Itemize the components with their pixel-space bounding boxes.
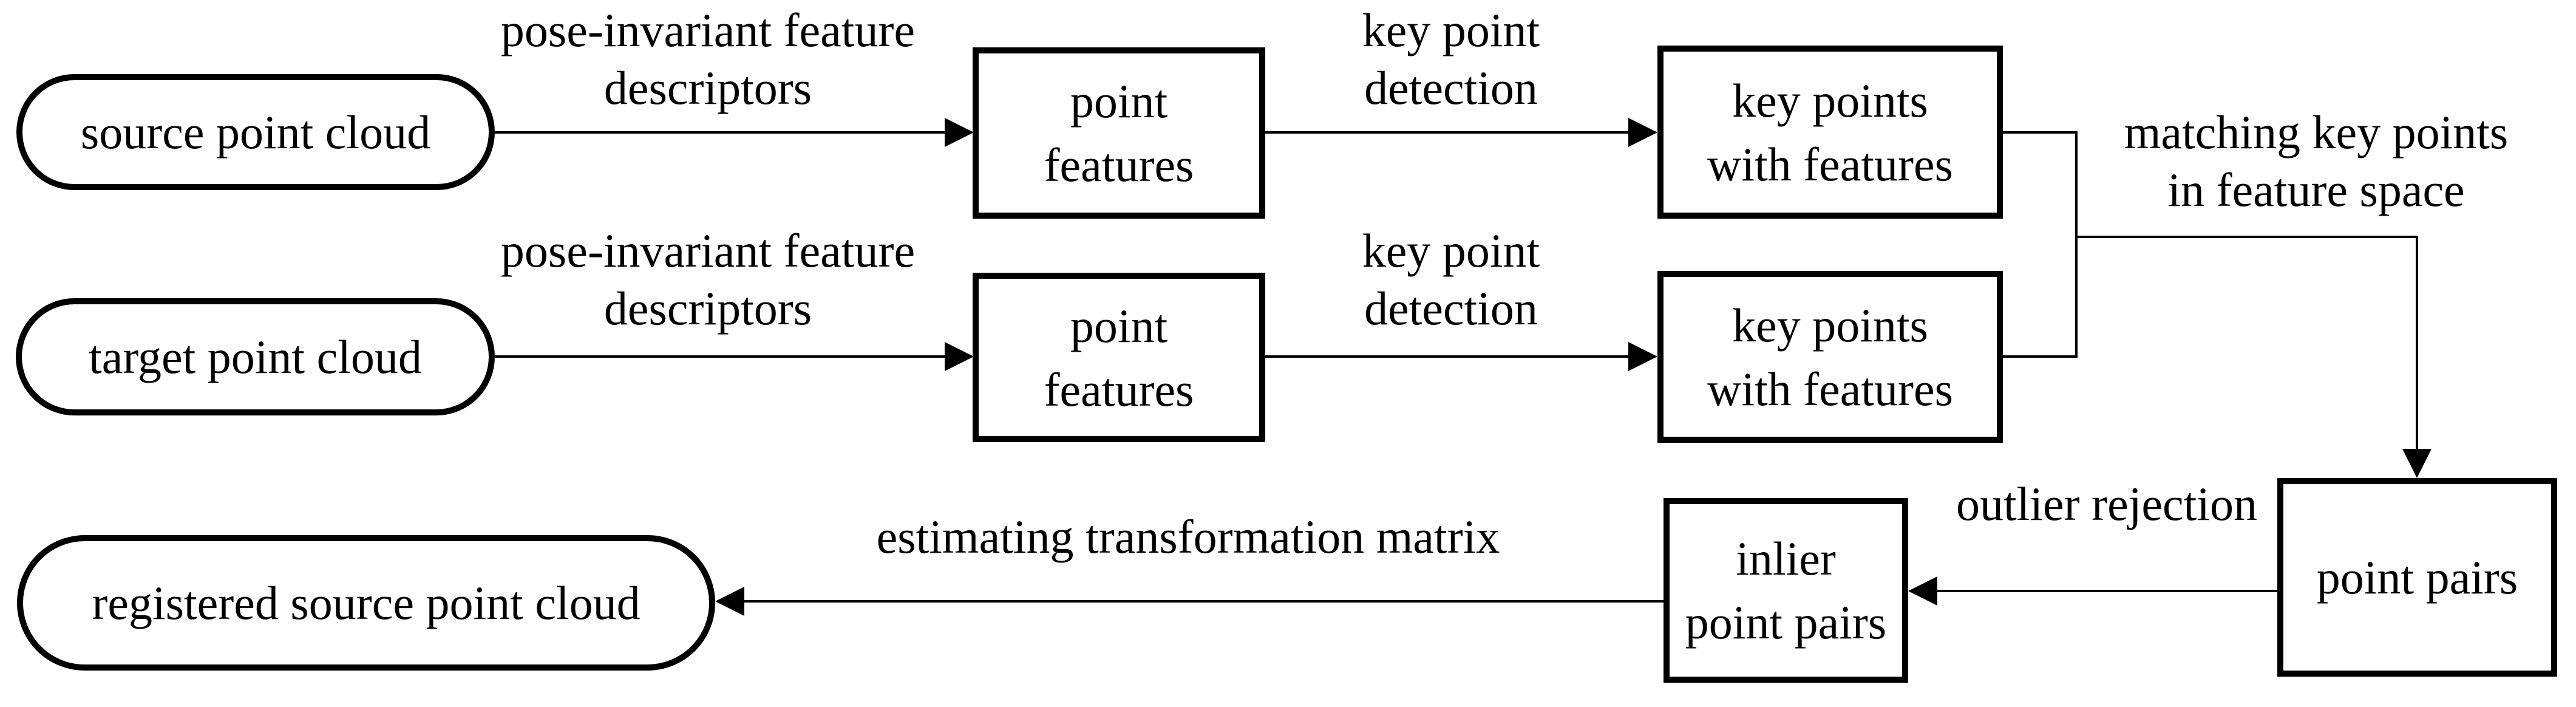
- node-point-features-target-line2: features: [1044, 363, 1194, 416]
- arrow-line-source-to-point-features: [495, 131, 947, 134]
- connector-bottom-branch: [2003, 355, 2078, 358]
- arrowhead-point-features-to-key-points-source: [1628, 118, 1657, 147]
- label-pose-invariant-descriptors-target-line2: descriptors: [603, 282, 812, 335]
- arrow-line-point-features-to-key-points-target: [1265, 355, 1631, 358]
- node-point-features-source-line2: features: [1044, 138, 1194, 191]
- node-registered-source-point-cloud-label: registered source point cloud: [92, 576, 641, 629]
- node-inlier-point-pairs-line2: point pairs: [1685, 596, 1887, 649]
- arrowhead-point-pairs-to-inlier: [1908, 576, 1937, 606]
- node-point-features-source: point features: [973, 47, 1265, 219]
- node-key-points-target-line1: key points: [1732, 298, 1928, 352]
- label-pose-invariant-descriptors-target: pose-invariant feature descriptors: [435, 222, 981, 337]
- label-pose-invariant-descriptors-source-line2: descriptors: [603, 61, 812, 114]
- node-key-points-source-line1: key points: [1732, 73, 1928, 127]
- node-inlier-point-pairs: inlier point pairs: [1664, 498, 1908, 683]
- label-pose-invariant-descriptors-source-line1: pose-invariant feature: [500, 4, 916, 56]
- arrow-line-point-features-to-key-points-source: [1265, 131, 1631, 134]
- label-matching-key-points-line2: in feature space: [2167, 163, 2465, 216]
- arrowhead-merge-to-point-pairs: [2402, 449, 2432, 478]
- label-key-point-detection-target: key point detection: [1299, 222, 1603, 337]
- arrow-line-inlier-to-registered: [744, 600, 1664, 603]
- connector-merge-horizontal: [2076, 236, 2417, 238]
- node-key-points-target-line2: with features: [1707, 362, 1953, 415]
- label-key-point-detection-target-line2: detection: [1364, 282, 1538, 335]
- node-registered-source-point-cloud: registered source point cloud: [17, 535, 715, 671]
- label-estimating-transformation-matrix: estimating transformation matrix: [824, 508, 1552, 565]
- label-outlier-rejection-line: outlier rejection: [1956, 477, 2257, 530]
- node-inlier-point-pairs-line1: inlier: [1736, 532, 1836, 585]
- label-matching-key-points-line1: matching key points: [2124, 106, 2509, 159]
- label-matching-key-points: matching key points in feature space: [2076, 103, 2556, 219]
- connector-top-branch: [2003, 131, 2078, 134]
- arrowhead-target-to-point-features: [945, 342, 974, 371]
- arrowhead-point-features-to-key-points-target: [1628, 342, 1657, 371]
- node-key-points-source-line2: with features: [1707, 137, 1953, 191]
- node-point-pairs-label: point pairs: [2316, 551, 2518, 604]
- node-target-point-cloud: target point cloud: [16, 298, 495, 415]
- arrow-line-merge-to-point-pairs: [2416, 236, 2418, 450]
- node-key-points-target: key points with features: [1657, 271, 2003, 443]
- arrow-line-target-to-point-features: [495, 355, 947, 358]
- label-outlier-rejection: outlier rejection: [1912, 475, 2301, 533]
- node-source-point-cloud-label: source point cloud: [80, 106, 431, 159]
- label-estimating-transformation-matrix-line: estimating transformation matrix: [876, 510, 1500, 563]
- node-target-point-cloud-label: target point cloud: [89, 330, 422, 383]
- label-key-point-detection-source-line1: key point: [1362, 4, 1540, 56]
- label-key-point-detection-source: key point detection: [1299, 1, 1603, 117]
- connector-vertical-merge: [2075, 131, 2078, 358]
- label-key-point-detection-target-line1: key point: [1362, 224, 1540, 277]
- node-point-features-target: point features: [973, 273, 1265, 442]
- node-point-pairs: point pairs: [2277, 478, 2557, 677]
- node-source-point-cloud: source point cloud: [16, 74, 495, 190]
- node-key-points-source: key points with features: [1657, 46, 2003, 219]
- label-pose-invariant-descriptors-target-line1: pose-invariant feature: [500, 224, 916, 277]
- node-point-features-source-line1: point: [1070, 75, 1168, 128]
- label-pose-invariant-descriptors-source: pose-invariant feature descriptors: [435, 1, 981, 117]
- arrowhead-inlier-to-registered: [715, 587, 744, 616]
- arrow-line-point-pairs-to-inlier: [1937, 590, 2277, 592]
- label-key-point-detection-source-line2: detection: [1364, 61, 1538, 114]
- arrowhead-source-to-point-features: [945, 118, 974, 147]
- node-point-features-target-line1: point: [1070, 299, 1168, 352]
